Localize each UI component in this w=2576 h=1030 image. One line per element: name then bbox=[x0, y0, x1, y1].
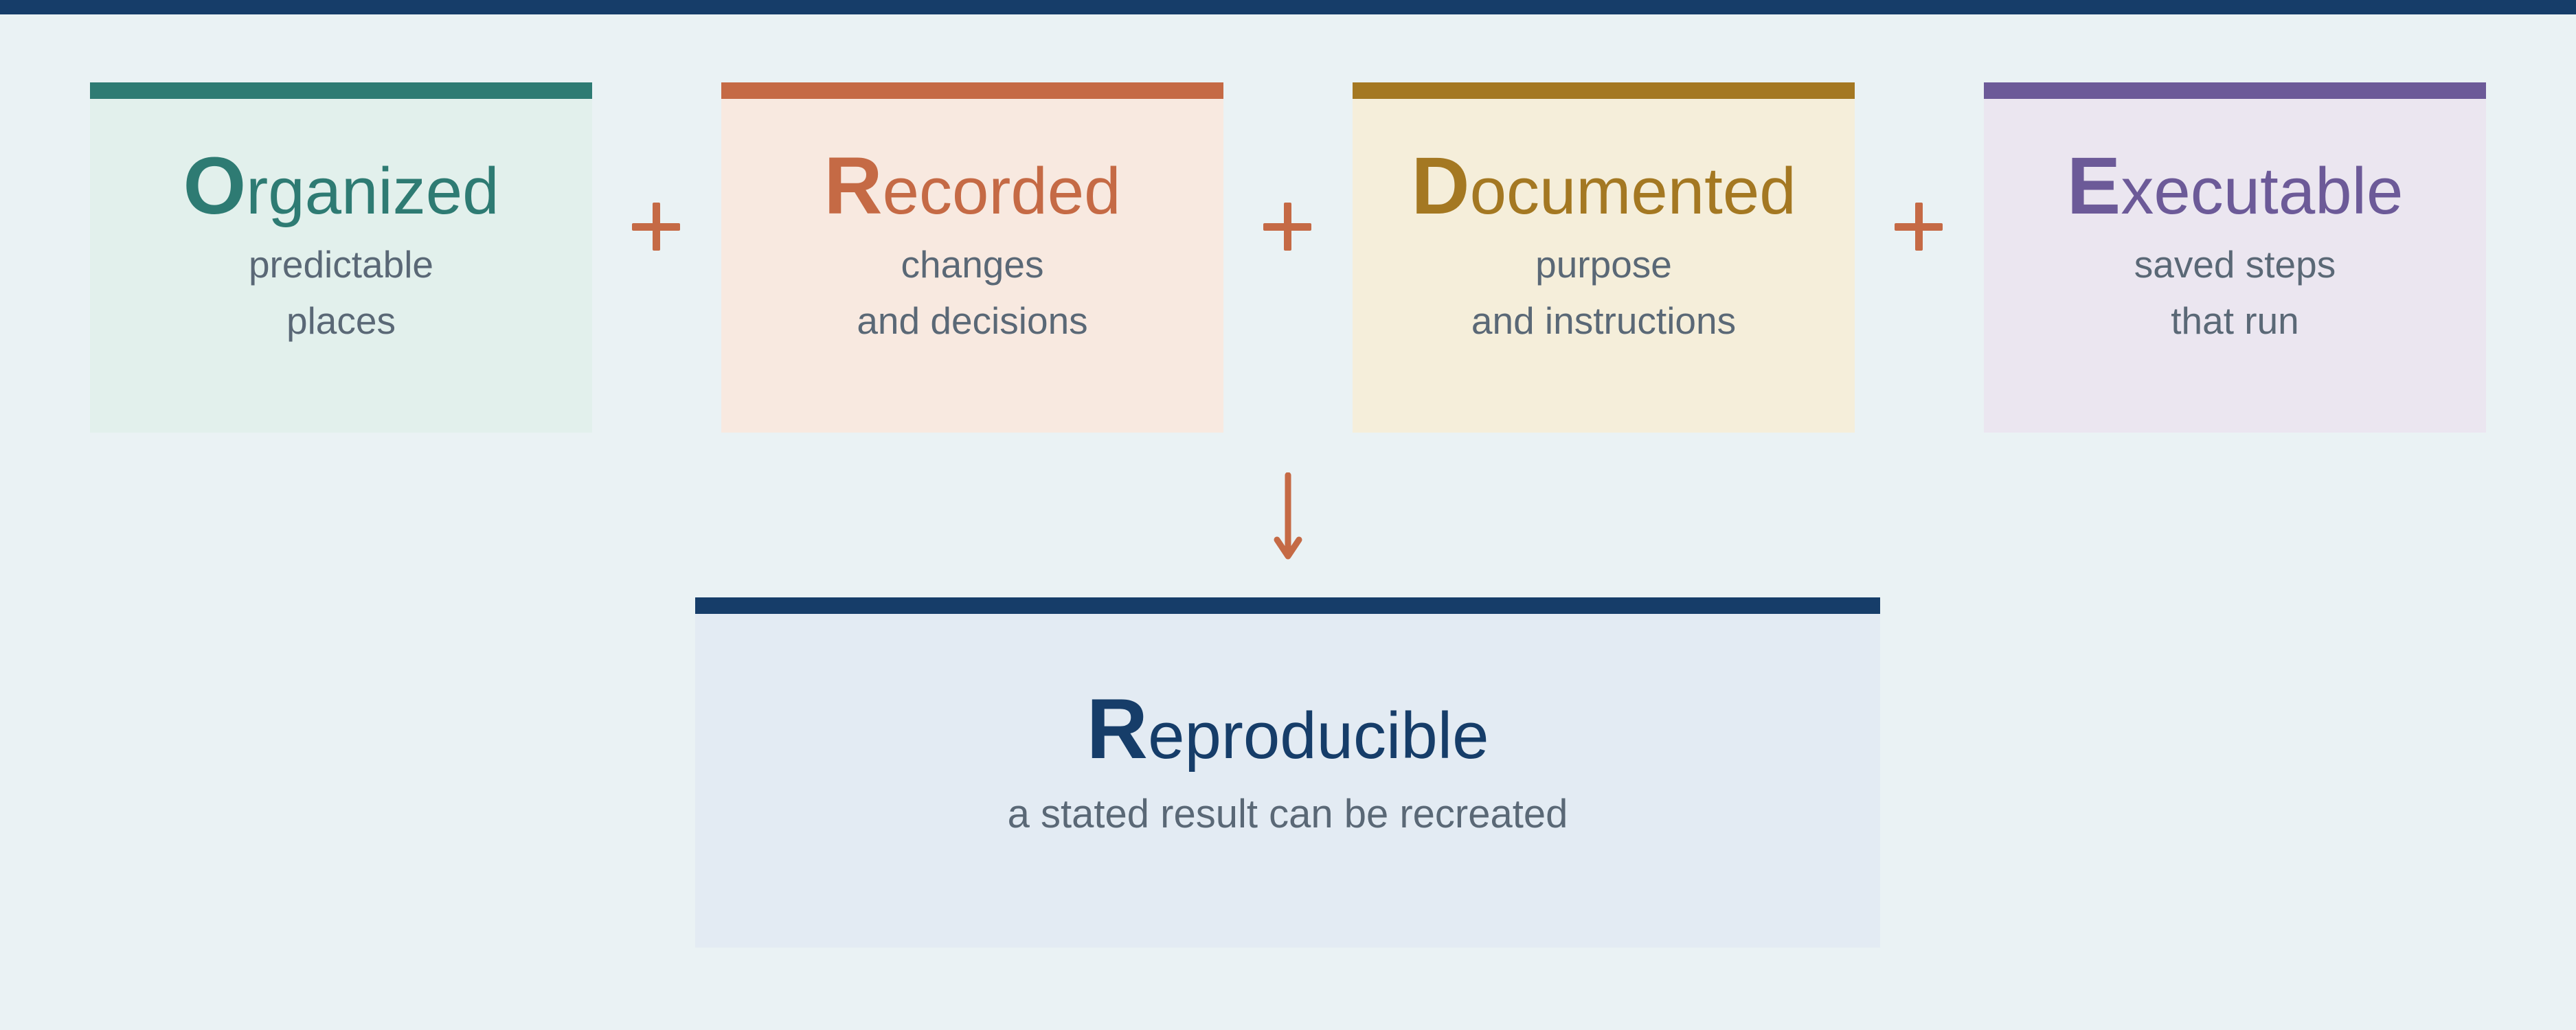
card-description: predictable places bbox=[90, 236, 592, 349]
result-accent-bar bbox=[695, 597, 1880, 614]
result-reproducible: Reproducible a stated result can be recr… bbox=[695, 597, 1880, 948]
card-description-line: changes bbox=[901, 243, 1044, 286]
card-accent-bar bbox=[90, 82, 592, 99]
card-description: saved steps that run bbox=[1984, 236, 2486, 349]
card-title: Recorded bbox=[721, 82, 1223, 227]
card-description-line: purpose bbox=[1535, 243, 1672, 286]
card-accent-bar bbox=[1353, 82, 1855, 99]
card-title: Executable bbox=[1984, 82, 2486, 227]
card-description-line: and instructions bbox=[1471, 299, 1737, 342]
card-executable: Executable saved steps that run bbox=[1984, 82, 2486, 433]
card-title-initial: R bbox=[824, 141, 883, 231]
card-description-line: predictable bbox=[248, 243, 434, 286]
card-title-initial: O bbox=[183, 141, 247, 231]
result-description: a stated result can be recreated bbox=[1007, 792, 1568, 836]
card-description-line: and decisions bbox=[857, 299, 1088, 342]
card-title: Organized bbox=[90, 82, 592, 227]
card-description: changes and decisions bbox=[721, 236, 1223, 349]
card-description: purpose and instructions bbox=[1353, 236, 1855, 349]
card-title-rest: rganized bbox=[246, 154, 499, 228]
card-title-initial: D bbox=[1411, 141, 1470, 231]
card-description-line: saved steps bbox=[2134, 243, 2336, 286]
card-title: Documented bbox=[1353, 82, 1855, 227]
result-title-initial: R bbox=[1086, 682, 1149, 777]
card-recorded: Recorded changes and decisions bbox=[721, 82, 1223, 433]
top-accent-bar bbox=[0, 0, 2576, 14]
plus-icon bbox=[1895, 203, 1943, 251]
card-description-line: places bbox=[286, 299, 396, 342]
result-title-rest: eproducible bbox=[1148, 699, 1489, 772]
down-arrow-icon bbox=[1274, 472, 1302, 560]
result-title: Reproducible bbox=[695, 597, 1880, 772]
plus-icon bbox=[632, 203, 680, 251]
card-title-rest: ocumented bbox=[1469, 154, 1796, 228]
card-accent-bar bbox=[721, 82, 1223, 99]
card-title-rest: ecorded bbox=[882, 154, 1121, 228]
card-description-line: that run bbox=[2171, 299, 2299, 342]
card-title-initial: E bbox=[2066, 141, 2121, 231]
card-accent-bar bbox=[1984, 82, 2486, 99]
card-organized: Organized predictable places bbox=[90, 82, 592, 433]
plus-icon bbox=[1263, 203, 1311, 251]
card-documented: Documented purpose and instructions bbox=[1353, 82, 1855, 433]
card-title-rest: xecutable bbox=[2121, 154, 2404, 228]
